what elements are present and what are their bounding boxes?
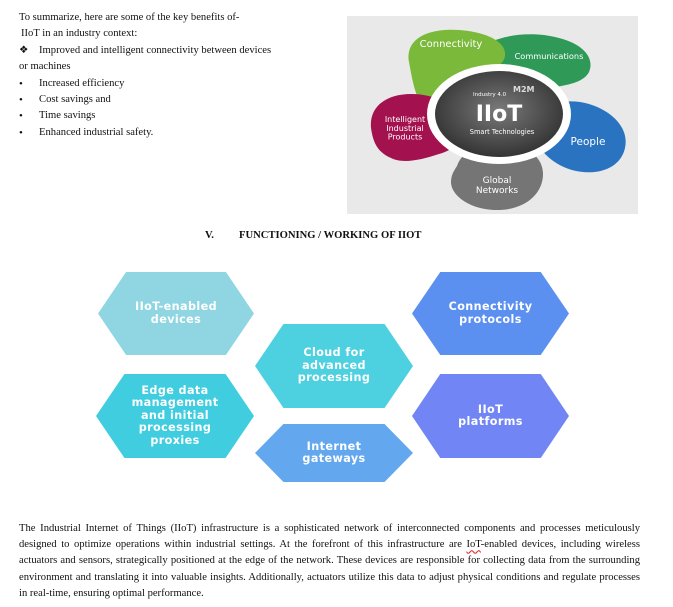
hex-label: Cloud for advanced processing — [297, 346, 371, 385]
communications-label: Communications — [515, 51, 584, 61]
benefit-text: Improved and intelligent connectivity be… — [39, 44, 272, 56]
list-item: • Time savings — [19, 108, 339, 124]
connectivity-label: Connectivity — [420, 39, 483, 50]
intro-line-1: To summarize, here are some of the key b… — [19, 12, 240, 23]
section-number: V. — [205, 230, 214, 241]
iiot-components-diagram: IIoT-enabled devices Cloud for advanced … — [93, 272, 571, 482]
iiot-overview-figure: Industry 4.0 M2M IIoT Smart Technologies… — [347, 16, 638, 214]
hex-cloud-processing: Cloud for advanced processing — [255, 324, 413, 408]
iiot-title: IIoT — [476, 102, 523, 127]
benefit-continuation: or machines — [19, 61, 71, 73]
hex-label: IIoT platforms — [458, 402, 523, 428]
benefit-text: Cost savings and — [39, 94, 111, 106]
m2m-label: M2M — [513, 85, 535, 94]
hex-label: IIoT-enabled devices — [135, 300, 217, 326]
hex-label: Connectivity protocols — [448, 300, 533, 326]
bullet-icon: • — [19, 110, 23, 123]
bullet-icon: • — [19, 94, 23, 107]
benefit-text: Enhanced industrial safety. — [39, 126, 154, 138]
smart-tech-label: Smart Technologies — [470, 128, 535, 136]
benefits-list-rest: • Increased efficiency • Cost savings an… — [19, 76, 339, 142]
iiot-petal-graphic: Industry 4.0 M2M IIoT Smart Technologies… — [370, 29, 626, 210]
spellcheck-flagged-word: IoT — [466, 539, 481, 551]
people-label: People — [571, 136, 606, 148]
benefits-list: ❖ Improved and intelligent connectivity … — [19, 43, 339, 59]
bullet-icon: • — [19, 126, 23, 139]
infrastructure-paragraph: The Industrial Internet of Things (IIoT)… — [19, 521, 640, 602]
list-item: • Enhanced industrial safety. — [19, 125, 339, 141]
hex-iiot-devices: IIoT-enabled devices — [98, 272, 254, 355]
hex-connectivity-protocols: Connectivity protocols — [412, 272, 569, 355]
list-item: • Cost savings and — [19, 92, 339, 108]
intro-line-2: IIoT in an industry context: — [21, 28, 138, 40]
hex-label: Internet gateways — [302, 439, 366, 465]
list-item: ❖ Improved and intelligent connectivity … — [19, 43, 339, 59]
benefit-text: Time savings — [39, 110, 96, 122]
benefits-intro: To summarize, here are some of the key b… — [19, 10, 339, 141]
hex-edge-data: Edge data management and initial process… — [96, 374, 254, 458]
benefit-text: Increased efficiency — [39, 77, 125, 89]
bullet-icon: • — [19, 77, 23, 90]
section-title: FUNCTIONING / WORKING OF IIOT — [239, 230, 422, 241]
section-heading: V. FUNCTIONING / WORKING OF IIOT — [205, 230, 421, 241]
list-item: • Increased efficiency — [19, 76, 339, 92]
center-disc — [435, 71, 563, 157]
paragraph-part: -enabled devices, including wireless act… — [19, 539, 640, 599]
hex-iiot-platforms: IIoT platforms — [412, 374, 569, 458]
diamond-bullet-icon: ❖ — [19, 44, 29, 56]
industry-label: Industry 4.0 — [473, 92, 507, 98]
paragraph-part: The Industrial Internet of Things (IIoT)… — [19, 523, 640, 551]
connectivity-petal — [408, 29, 506, 111]
hex-label: Edge data management and initial process… — [131, 383, 219, 447]
hex-internet-gateways: Internet gateways — [255, 424, 413, 482]
